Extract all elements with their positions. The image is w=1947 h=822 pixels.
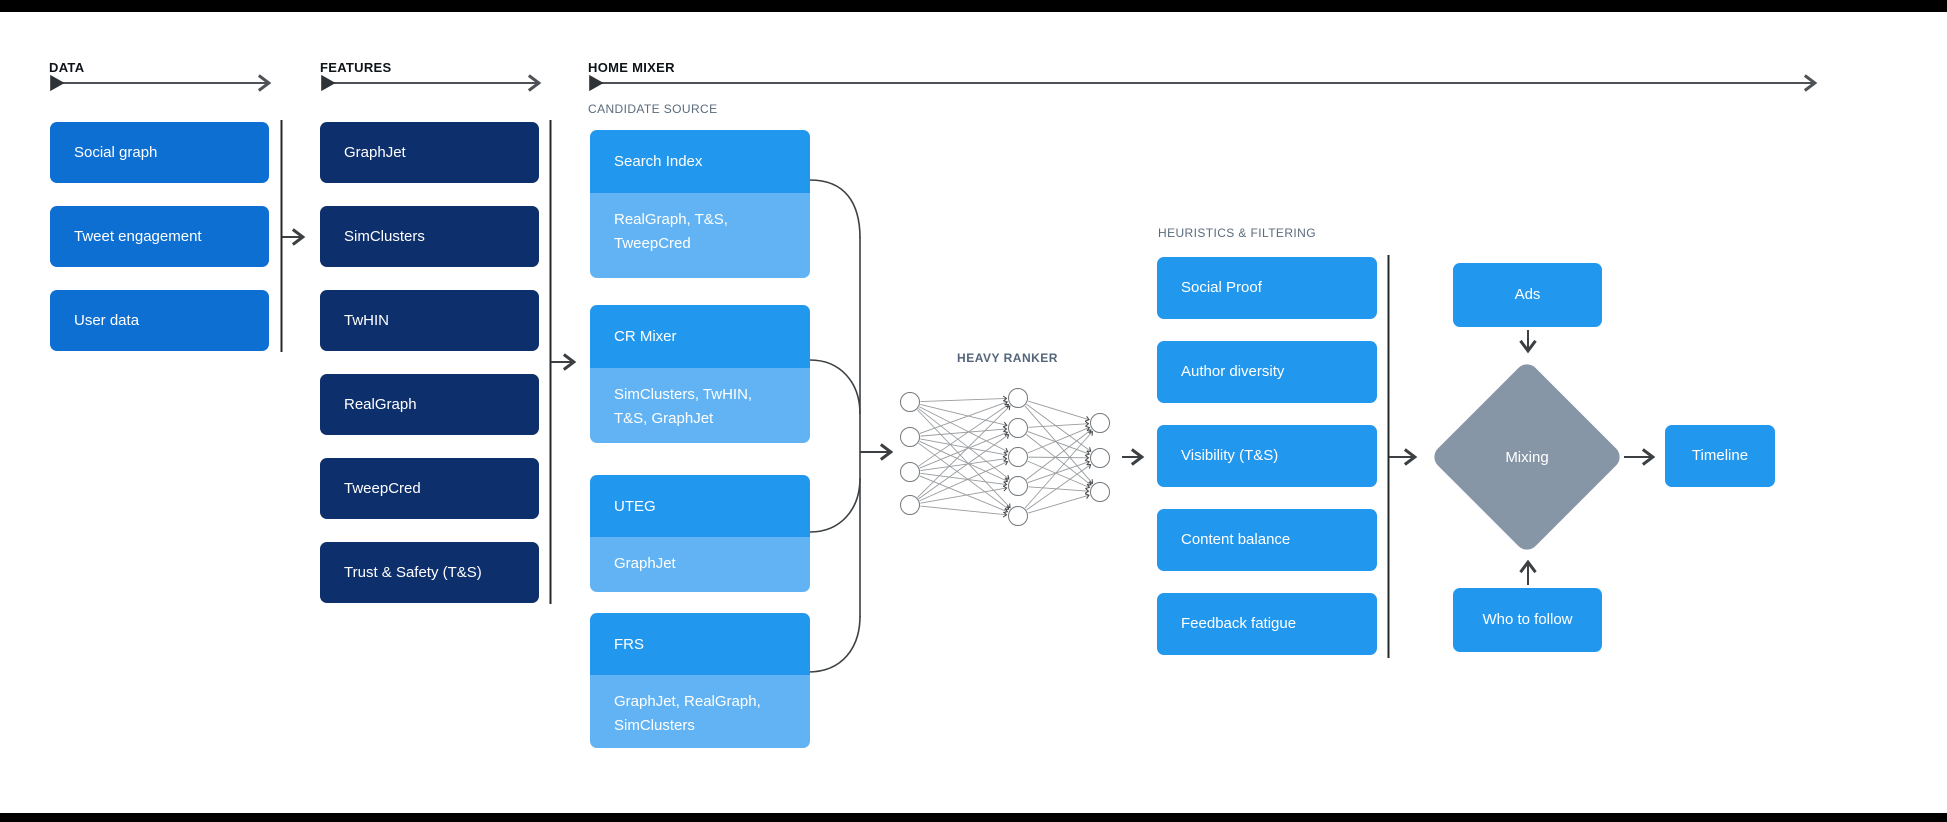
data-box-social-graph: Social graph — [50, 122, 269, 183]
features-box-tweepcred: TweepCred — [320, 458, 539, 519]
box-label: Visibility (T&S) — [1181, 447, 1279, 464]
cr-mixer-wire — [809, 359, 861, 415]
box-label: TwHIN — [344, 311, 389, 329]
box-label: Social Proof — [1181, 279, 1262, 296]
candidate-box-cr-mixer: CR Mixer SimClusters, TwHIN, T&S, GraphJ… — [590, 305, 810, 443]
candidate-title: CR Mixer — [590, 305, 810, 368]
subsource-line: GraphJet — [614, 555, 676, 572]
box-label: RealGraph — [344, 395, 417, 413]
features-section-label: FEATURES — [320, 60, 392, 75]
subsource-line: SimClusters — [614, 717, 695, 734]
top-black-bar — [0, 0, 1947, 12]
neural-network-graphic — [900, 388, 1110, 526]
candidate-title: UTEG — [590, 475, 810, 537]
heuristics-box-content-balance: Content balance — [1157, 509, 1377, 571]
box-label: Ads — [1514, 286, 1541, 303]
features-box-trust-safety: Trust & Safety (T&S) — [320, 542, 539, 603]
box-label: Who to follow — [1482, 611, 1573, 628]
box-label: SimClusters — [344, 227, 425, 245]
divider-lines — [280, 120, 1390, 658]
heuristics-box-social-proof: Social Proof — [1157, 257, 1377, 319]
box-label: Trust & Safety (T&S) — [344, 563, 482, 581]
candidate-merge-wires — [807, 179, 861, 673]
subsource-line: TweepCred — [614, 235, 691, 252]
frs-wire — [807, 615, 861, 673]
features-box-graphjet: GraphJet — [320, 122, 539, 183]
box-label: TweepCred — [344, 479, 421, 497]
flow-arrows — [282, 228, 1656, 585]
box-label: Feedback fatigue — [1181, 615, 1297, 632]
mixing-diamond: Mixing — [1429, 359, 1625, 555]
box-label: User data — [74, 311, 140, 329]
candidate-subsources: GraphJet, RealGraph, SimClusters — [590, 675, 810, 748]
bottom-black-bar — [0, 813, 1947, 822]
candidate-box-uteg: UTEG GraphJet — [590, 475, 810, 592]
candidate-subsources: SimClusters, TwHIN, T&S, GraphJet — [590, 368, 810, 443]
box-label: GraphJet — [344, 143, 406, 161]
data-box-tweet-engagement: Tweet engagement — [50, 206, 269, 267]
data-box-user-data: User data — [50, 290, 269, 351]
box-label: Content balance — [1181, 531, 1291, 548]
heuristics-box-visibility: Visibility (T&S) — [1157, 425, 1377, 487]
uteg-wire — [809, 477, 861, 533]
subsource-line: RealGraph, T&S, — [614, 211, 728, 228]
heuristics-box-feedback-fatigue: Feedback fatigue — [1157, 593, 1377, 655]
search-index-wire — [809, 179, 861, 239]
features-box-realgraph: RealGraph — [320, 374, 539, 435]
candidate-box-search-index: Search Index RealGraph, T&S, TweepCred — [590, 130, 810, 278]
heuristics-filtering-label: HEURISTICS & FILTERING — [1158, 226, 1316, 240]
subsource-line: GraphJet, RealGraph, — [614, 693, 761, 710]
heuristics-box-author-diversity: Author diversity — [1157, 341, 1377, 403]
candidate-subsources: GraphJet — [590, 537, 810, 592]
subsource-line: T&S, GraphJet — [614, 410, 714, 427]
candidate-subsources: RealGraph, T&S, TweepCred — [590, 193, 810, 278]
heavy-ranker-label: HEAVY RANKER — [957, 351, 1058, 365]
subsource-line: SimClusters, TwHIN, — [614, 386, 753, 403]
timeline-box: Timeline — [1665, 425, 1775, 487]
mixing-diamond-label: Mixing — [1505, 448, 1549, 466]
box-label: Tweet engagement — [74, 227, 202, 245]
who-to-follow-box: Who to follow — [1453, 588, 1602, 652]
box-label: Timeline — [1691, 447, 1749, 464]
features-box-twhin: TwHIN — [320, 290, 539, 351]
home-mixer-section-label: HOME MIXER — [588, 60, 675, 75]
candidate-box-frs: FRS GraphJet, RealGraph, SimClusters — [590, 613, 810, 748]
candidate-title: FRS — [590, 613, 810, 675]
data-section-label: DATA — [49, 60, 85, 75]
candidate-source-label: CANDIDATE SOURCE — [588, 102, 718, 116]
box-label: Author diversity — [1181, 363, 1285, 380]
box-label: Social graph — [74, 143, 158, 161]
candidate-title: Search Index — [590, 130, 810, 193]
ads-box: Ads — [1453, 263, 1602, 327]
features-box-simclusters: SimClusters — [320, 206, 539, 267]
